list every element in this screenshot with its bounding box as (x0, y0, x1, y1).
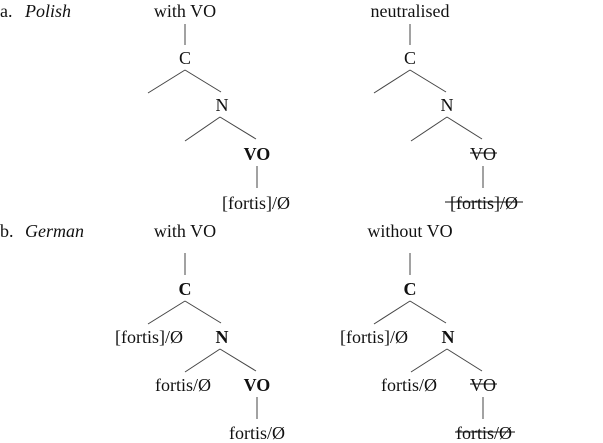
node-c: C (179, 279, 192, 299)
branch-line (373, 69, 411, 94)
node-n: N (442, 327, 455, 347)
example-label: a. (0, 1, 13, 21)
c-dependent: [fortis]/Ø (340, 327, 408, 347)
node-vo: VO (244, 375, 271, 395)
node-c: C (404, 48, 416, 68)
example-label: b. (0, 221, 14, 241)
tree-title: neutralised (371, 1, 450, 21)
leaf-fortis: [fortis]/Ø (222, 193, 290, 213)
branch-line (219, 116, 257, 140)
node-c: C (179, 48, 191, 68)
tree-title: without VO (367, 221, 452, 241)
branch-line (147, 300, 186, 325)
branch-line (446, 116, 483, 140)
branch-line (410, 116, 448, 142)
language-name: Polish (24, 1, 71, 21)
n-dependent: fortis/Ø (155, 375, 211, 395)
tree-german-with-vo: with VO C [fortis]/Ø N fortis/Ø VO forti… (115, 221, 285, 443)
tree-polish-with-vo: with VO C N VO [fortis]/Ø (147, 1, 290, 213)
language-name: German (25, 221, 84, 241)
leaf-fortis: fortis/Ø (229, 423, 285, 443)
n-dependent: fortis/Ø (381, 375, 437, 395)
node-n: N (216, 327, 229, 347)
branch-line (184, 300, 222, 324)
tree-german-without-vo: without VO C [fortis]/Ø N fortis/Ø VO fo… (340, 221, 515, 443)
node-vo: VO (244, 144, 271, 164)
branch-line (184, 348, 221, 373)
node-n: N (441, 95, 454, 115)
tree-polish-neutralised: neutralised C N VO [fortis]/Ø (371, 1, 523, 213)
branch-line (184, 69, 222, 93)
branch-line (184, 116, 221, 142)
branch-line (373, 300, 411, 325)
c-dependent: [fortis]/Ø (115, 327, 183, 347)
leaf-fortis-struck: [fortis]/Ø (450, 193, 518, 213)
branch-line (446, 348, 483, 372)
node-n: N (216, 95, 229, 115)
branch-line (147, 69, 186, 94)
example-a-polish: a. Polish with VO C N VO [fortis]/Ø neut… (0, 1, 523, 213)
leaf-fortis-struck: fortis/Ø (456, 423, 512, 443)
branch-line (409, 69, 447, 93)
node-c: C (404, 279, 417, 299)
node-vo-struck: VO (470, 375, 496, 395)
node-vo-struck: VO (470, 144, 496, 164)
example-b-german: b. German with VO C [fortis]/Ø N fortis/… (0, 221, 515, 443)
branch-line (409, 300, 447, 324)
tree-title: with VO (154, 1, 216, 21)
branch-line (410, 348, 448, 373)
branch-line (219, 348, 257, 372)
tree-title: with VO (154, 221, 216, 241)
